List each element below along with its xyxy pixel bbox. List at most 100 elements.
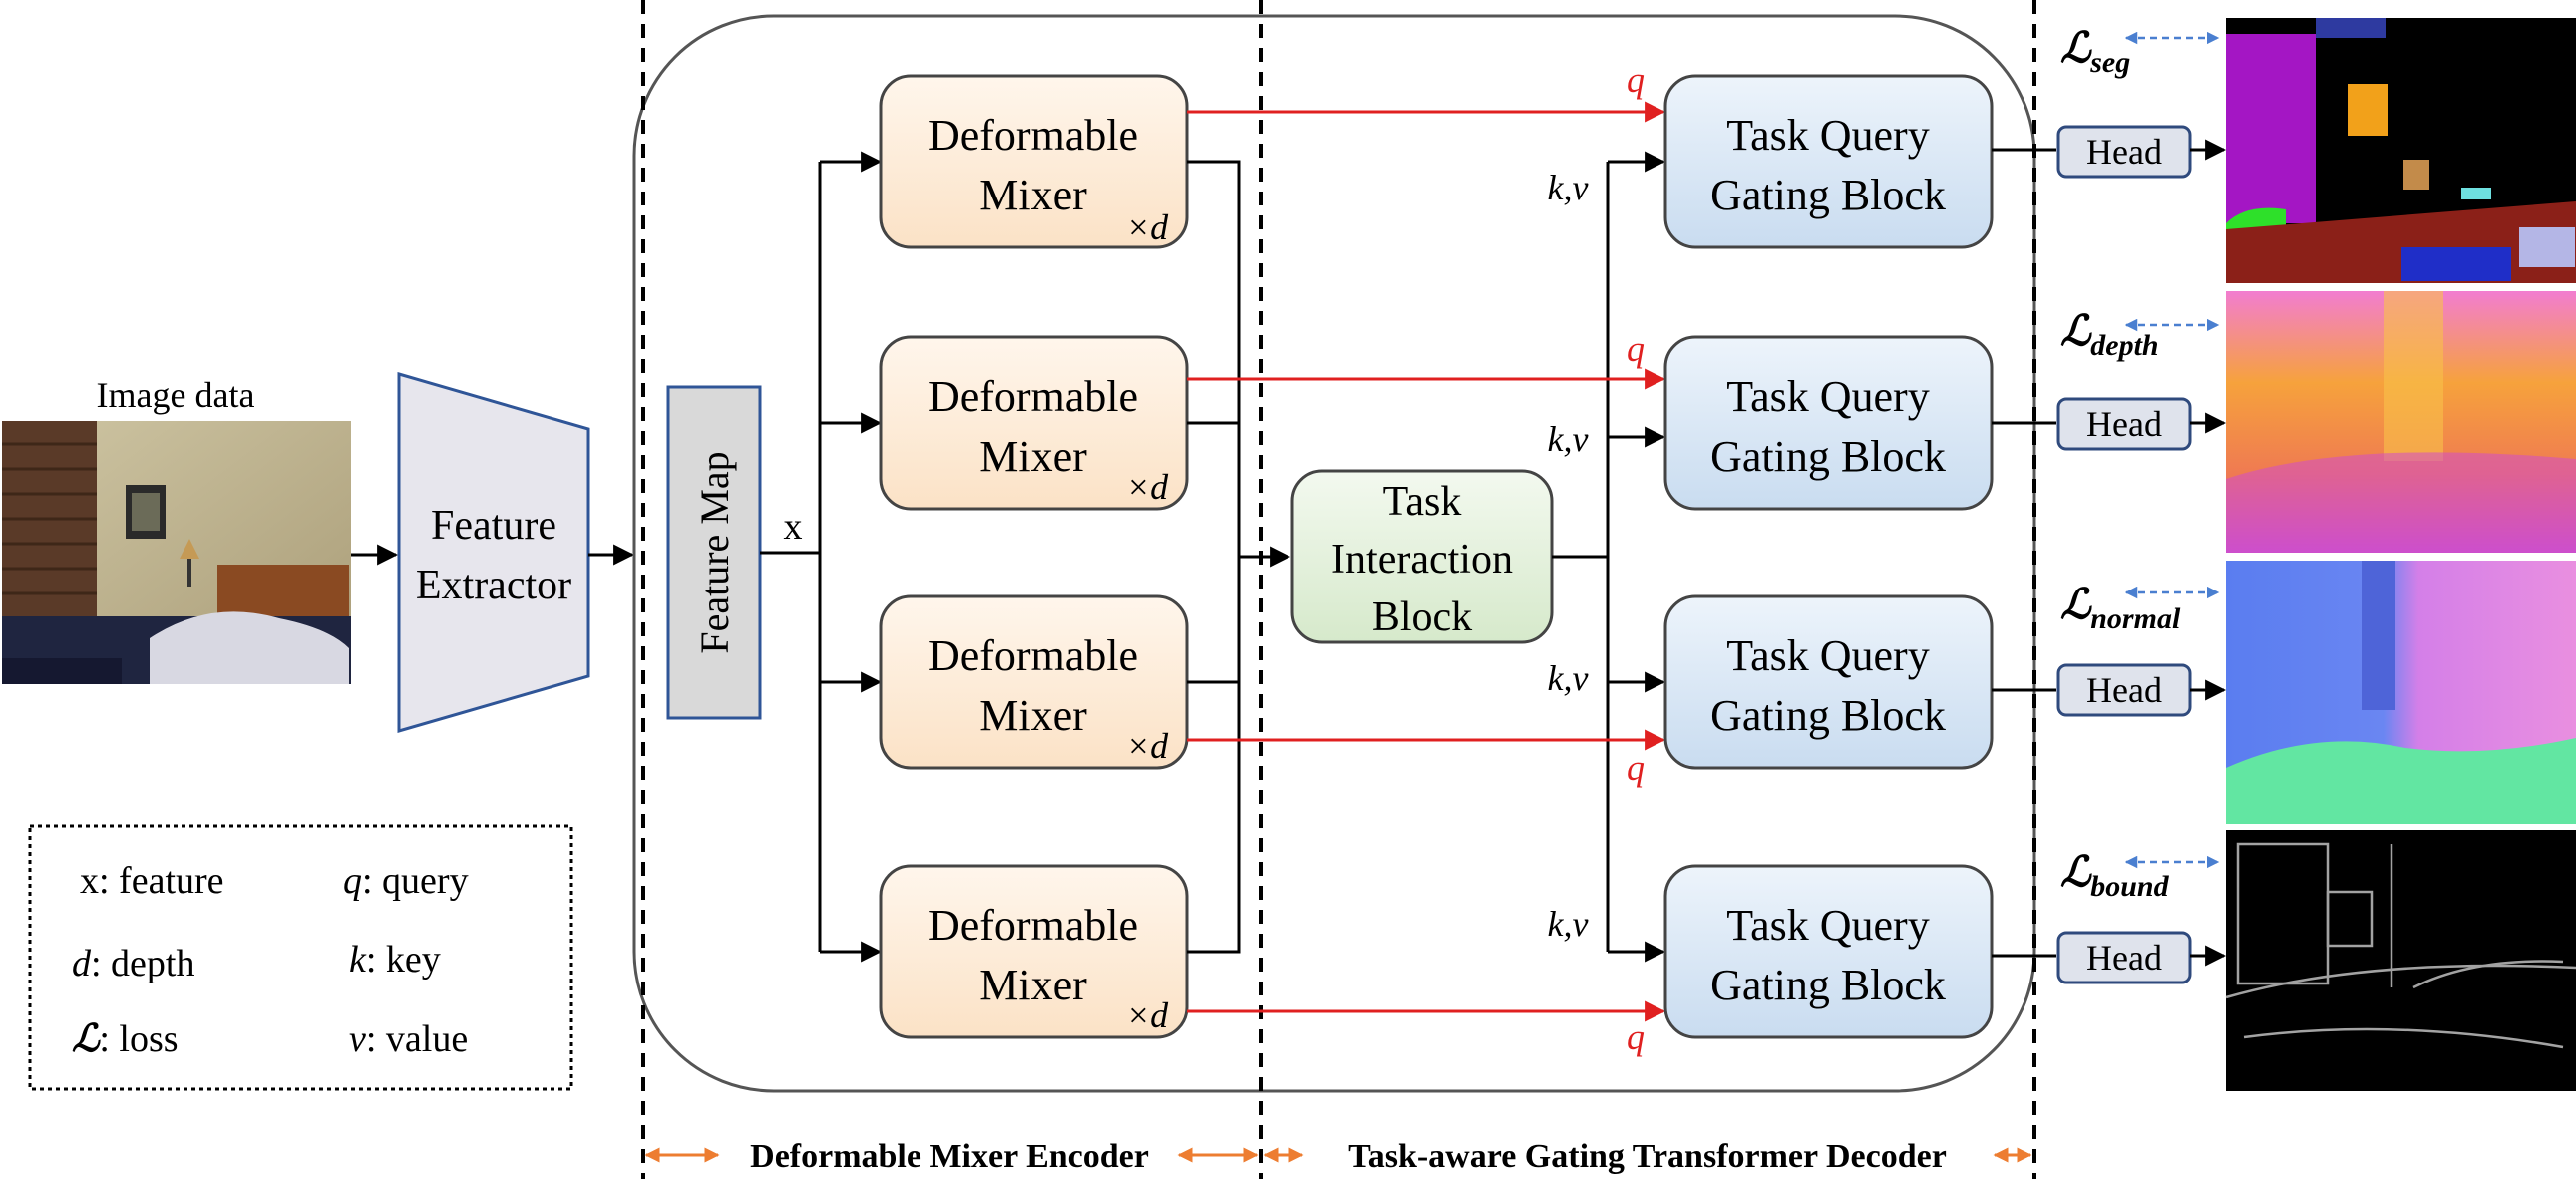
mixer-4-line1: Deformable [928,901,1138,950]
head-2: Head [2056,397,2192,451]
interaction-line1: Task [1383,479,1462,525]
mixer-3-line1: Deformable [928,631,1138,680]
loss-arrows [2124,31,2220,869]
gate-1-line2: Gating Block [1710,171,1946,219]
loss-depth-sub: depth [2090,329,2158,362]
legend-v-sym: v [349,1018,366,1060]
gate-4-line1: Task Query [1726,901,1929,950]
loss-bound: ℒbound [2060,850,2170,903]
loss-depth-symbol: ℒ [2060,309,2092,355]
legend-l: ℒ: loss [72,1018,179,1060]
legend-d-text: : depth [91,943,194,984]
legend-l-sym: ℒ [72,1018,101,1060]
loss-normal-symbol: ℒ [2060,583,2092,628]
gate-3-line1: Task Query [1726,631,1929,680]
gate-3: Task Query Gating Block [1663,594,1994,770]
loss-depth: ℒdepth [2060,309,2159,362]
kv-label-3: k,v [1548,658,1589,698]
head-3: Head [2056,663,2192,717]
q-label-3: q [1627,748,1645,788]
svg-text:ℒbound: ℒbound [2060,850,2170,903]
encoder-label: Deformable Mixer Encoder [750,1138,1149,1175]
mixer-3: Deformable Mixer ×d [879,594,1189,770]
gate-3-line2: Gating Block [1710,691,1946,740]
mixer-4-repeat: ×d [1126,995,1169,1035]
input-label: Image data [97,375,255,415]
mixer-4-line2: Mixer [979,961,1087,1009]
svg-text:ℒdepth: ℒdepth [2060,309,2159,362]
loss-seg-symbol: ℒ [2060,26,2092,72]
head-1-label: Head [2086,132,2162,172]
mixer-1-repeat: ×d [1126,207,1169,247]
loss-bound-sub: bound [2090,870,2169,903]
legend-v-text: : value [366,1018,468,1060]
legend-k: k: key [349,939,441,981]
loss-bound-symbol: ℒ [2060,850,2092,896]
mixer-3-repeat: ×d [1126,726,1169,766]
gate-to-head-lines [1992,148,2056,958]
mixer-2-line1: Deformable [928,372,1138,421]
normal-map [2226,561,2576,824]
gate-2-line1: Task Query [1726,372,1929,421]
loss-seg: ℒseg [2060,26,2130,79]
legend-k-sym: k [349,939,367,981]
bound-map [2225,830,2576,1091]
query-arrows [1187,101,1666,1022]
legend-q-sym: q [343,860,362,902]
feature-extractor-block [397,372,590,733]
legend-d: d: depth [72,943,194,984]
depth-map [2226,291,2576,553]
q-label-4: q [1627,1017,1645,1057]
gate-1: Task Query Gating Block [1663,74,1994,249]
legend-k-text: : key [366,939,441,981]
legend-q-text: : query [362,860,469,902]
q-label-2: q [1627,329,1645,369]
legend-q: q: query [343,860,469,902]
kv-label-2: k,v [1548,419,1589,459]
mixer-1-line1: Deformable [928,111,1138,160]
head-3-label: Head [2086,670,2162,710]
head-4-label: Head [2086,938,2162,978]
legend-x-text: : feature [99,860,224,902]
head-4: Head [2056,931,2192,984]
loss-normal-sub: normal [2090,602,2181,635]
gate-4: Task Query Gating Block [1663,864,1994,1039]
task-interaction-block: Task Interaction Block [1290,469,1554,644]
kv-label-1: k,v [1548,168,1589,207]
mixer-1: Deformable Mixer ×d [879,74,1189,249]
feature-map-label: Feature Map [692,451,737,653]
seg-map [2226,18,2576,283]
x-label: x [784,506,803,548]
legend-v: v: value [349,1018,468,1060]
mixer-2-repeat: ×d [1126,467,1169,507]
interaction-line3: Block [1372,594,1472,640]
head-output-arrows [2190,139,2227,967]
interaction-line2: Interaction [1331,537,1513,583]
mixer-4: Deformable Mixer ×d [879,864,1189,1039]
kv-label-4: k,v [1548,904,1589,944]
scene-photo [2,421,351,684]
feature-extractor-line1: Feature [431,503,556,549]
mixer-2: Deformable Mixer ×d [879,335,1189,511]
svg-text:ℒseg: ℒseg [2060,26,2130,79]
head-2-label: Head [2086,404,2162,444]
loss-seg-sub: seg [2089,46,2130,79]
legend-x-sym: x [80,860,99,902]
loss-normal: ℒnormal [2060,583,2181,635]
svg-text:ℒnormal: ℒnormal [2060,583,2181,635]
feature-extractor-line2: Extractor [416,563,571,608]
gate-4-line2: Gating Block [1710,961,1946,1009]
q-label-1: q [1627,60,1645,100]
legend-l-text: : loss [99,1018,178,1060]
gate-1-line1: Task Query [1726,111,1929,160]
gate-2: Task Query Gating Block [1663,335,1994,511]
head-1: Head [2056,125,2192,179]
mixer-2-line2: Mixer [979,432,1087,481]
mixer-to-interaction-lines [1187,160,1241,954]
decoder-label: Task-aware Gating Transformer Decoder [1348,1138,1947,1175]
mixer-1-line2: Mixer [979,171,1087,219]
gate-2-line2: Gating Block [1710,432,1946,481]
legend-d-sym: d [72,943,92,984]
legend-box [28,824,573,1091]
